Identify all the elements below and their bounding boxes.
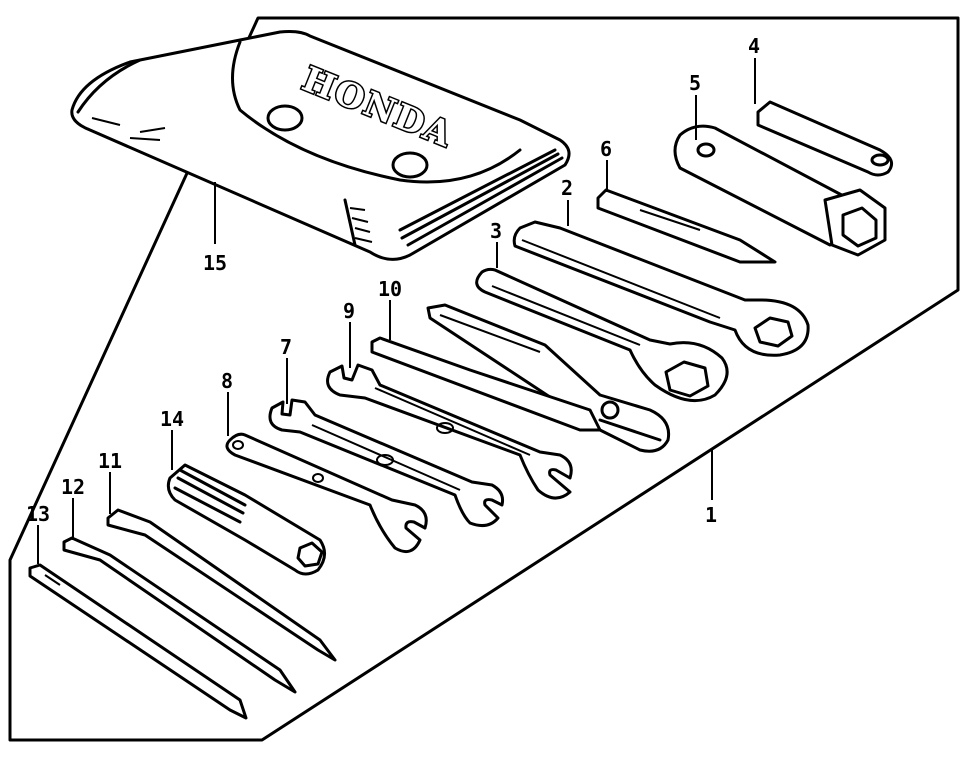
tommy-bar-drawing bbox=[756, 100, 894, 177]
callout-10: 10 bbox=[378, 277, 402, 301]
callout-3: 3 bbox=[490, 219, 502, 243]
tool-kit-boundary-outline bbox=[8, 16, 960, 742]
phillips-screwdriver-blade-drawing bbox=[106, 508, 337, 662]
double-open-wrench-drawing bbox=[225, 432, 428, 554]
callout-12: 12 bbox=[61, 475, 85, 499]
callout-4: 4 bbox=[748, 34, 760, 58]
pliers-drawing bbox=[370, 303, 671, 453]
spark-plug-wrench-drawing bbox=[673, 124, 887, 257]
callout-15: 15 bbox=[203, 251, 227, 275]
callout-9: 9 bbox=[343, 299, 355, 323]
ring-spanner-drawing bbox=[475, 267, 729, 403]
callout-8: 8 bbox=[221, 369, 233, 393]
callout-5: 5 bbox=[689, 71, 701, 95]
callout-2: 2 bbox=[561, 176, 573, 200]
box-wrench-drawing bbox=[512, 220, 810, 357]
callout-14: 14 bbox=[160, 407, 184, 431]
callout-11: 11 bbox=[98, 449, 122, 473]
punch-pin-drawing bbox=[28, 563, 248, 720]
screwdriver-handle-drawing bbox=[166, 463, 326, 576]
callout-13: 13 bbox=[26, 502, 50, 526]
callout-6: 6 bbox=[600, 137, 612, 161]
callout-7: 7 bbox=[280, 335, 292, 359]
open-end-wrench-large-drawing bbox=[326, 363, 573, 500]
callout-labels: 1 2 3 4 5 6 7 8 9 10 11 12 13 14 15 bbox=[26, 34, 760, 527]
leader-lines bbox=[37, 58, 756, 564]
flat-screwdriver-blade-drawing bbox=[62, 536, 297, 694]
open-end-wrench-small-drawing bbox=[268, 398, 504, 528]
callout-1: 1 bbox=[705, 503, 717, 527]
